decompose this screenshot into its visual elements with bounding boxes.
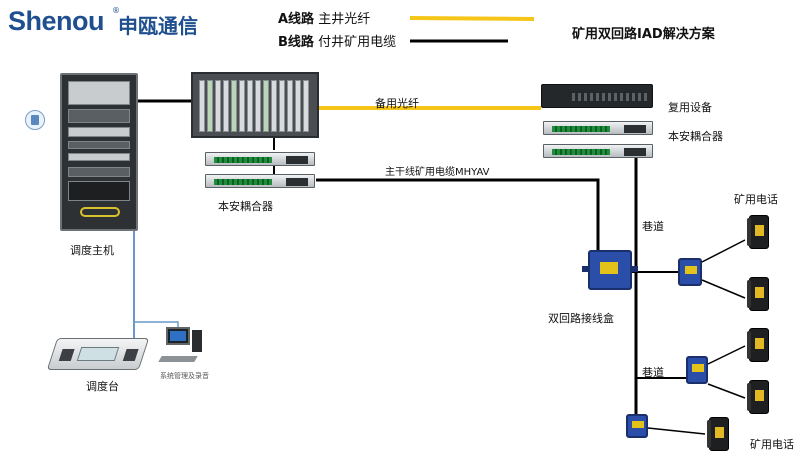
coupler-left-label: 本安耦合器 bbox=[218, 200, 273, 213]
intrinsic-safety-coupler-icon bbox=[543, 121, 653, 135]
intrinsic-safety-coupler-icon bbox=[205, 174, 315, 188]
junction-box-icon bbox=[686, 356, 708, 384]
computer-icon bbox=[25, 110, 45, 130]
backup-fiber-label: 备用光纤 bbox=[375, 97, 419, 110]
legend-line-a: A线路 主井光纤 bbox=[278, 8, 370, 27]
system-mgmt-label: 系统管理及录音 bbox=[160, 372, 209, 380]
junction-box-icon bbox=[678, 258, 702, 286]
workstation-tower-icon bbox=[192, 330, 202, 352]
mine-phone-icon bbox=[747, 277, 769, 311]
mine-phone-label-bottom: 矿用电话 bbox=[750, 438, 794, 451]
mine-phone-icon bbox=[707, 417, 729, 451]
keyboard-icon bbox=[158, 356, 198, 362]
mine-phone-icon bbox=[747, 328, 769, 362]
multiplexer-icon bbox=[541, 84, 653, 108]
intrinsic-safety-coupler-icon bbox=[543, 144, 653, 158]
mine-phone-label-top: 矿用电话 bbox=[734, 193, 778, 206]
legend-line-b-swatch bbox=[410, 39, 508, 43]
legend-line-a-name: A线路 bbox=[278, 12, 315, 27]
coupler-right-label: 本安耦合器 bbox=[668, 130, 723, 143]
dual-junction-label: 双回路接线盒 bbox=[548, 312, 614, 325]
legend-line-a-swatch bbox=[410, 16, 535, 21]
junction-box-icon bbox=[582, 250, 638, 290]
wire-trunk-cable bbox=[316, 178, 600, 252]
tunnel-label-2: 巷道 bbox=[642, 366, 664, 379]
junction-box-icon bbox=[626, 414, 648, 438]
intrinsic-safety-coupler-icon bbox=[205, 152, 315, 166]
brand-registered-mark: ® bbox=[112, 6, 120, 15]
tunnel-label-1: 巷道 bbox=[642, 220, 664, 233]
dispatch-console-label: 调度台 bbox=[86, 380, 119, 393]
iad-chassis-icon bbox=[191, 72, 319, 138]
mine-phone-icon bbox=[747, 215, 769, 249]
legend-line-b-desc: 付井矿用电缆 bbox=[318, 35, 397, 50]
brand-name-cn: 申瓯通信 bbox=[118, 14, 198, 38]
server-rack-icon bbox=[60, 73, 138, 231]
diagram-title: 矿用双回路IAD解决方案 bbox=[572, 27, 715, 42]
workstation-icon bbox=[166, 327, 190, 345]
legend-line-b: B线路 付井矿用电缆 bbox=[278, 31, 396, 50]
legend-line-a-desc: 主井光纤 bbox=[318, 12, 371, 27]
dispatch-host-label: 调度主机 bbox=[70, 244, 114, 257]
dispatch-console-icon bbox=[46, 338, 150, 370]
mux-device-label: 复用设备 bbox=[668, 101, 712, 114]
legend-line-b-name: B线路 bbox=[278, 35, 314, 50]
mine-phone-icon bbox=[747, 380, 769, 414]
brand-name-en: Shenou bbox=[8, 6, 105, 36]
trunk-cable-label: 主干线矿用电缆MHYAV bbox=[385, 167, 490, 178]
